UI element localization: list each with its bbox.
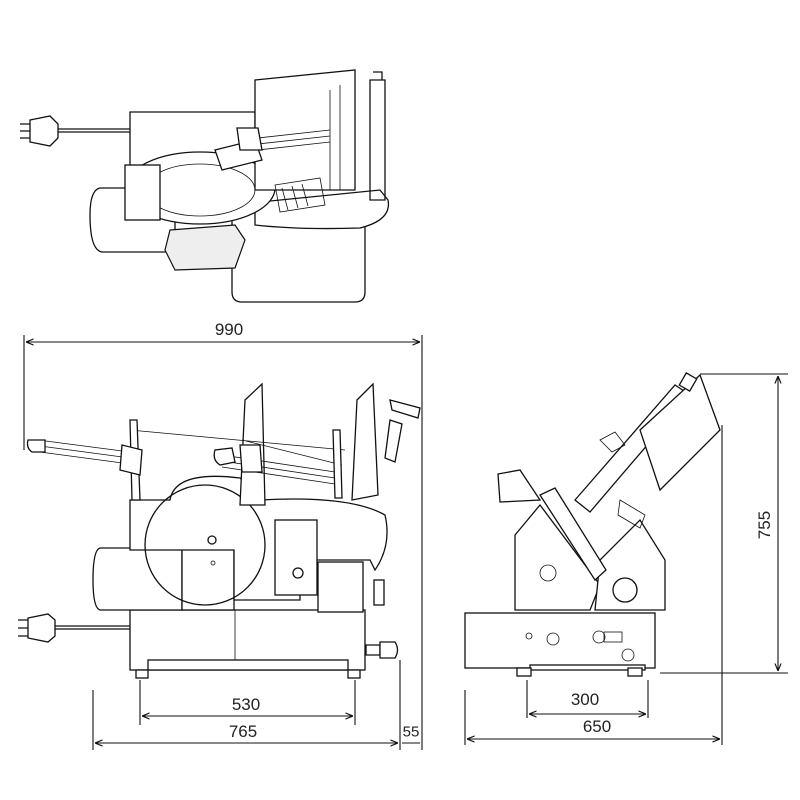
dim-530-label: 530 [231,695,261,714]
dim-765-label: 765 [228,722,258,741]
top-view [20,69,390,303]
dim-55-label: 55 [402,723,420,741]
front-view [18,382,421,679]
side-view [464,372,721,677]
dim-650-label: 650 [582,717,612,736]
dim-755-label: 755 [755,510,774,540]
dim-300-label: 300 [570,690,600,709]
dim-990-label: 990 [214,320,244,339]
dimension-lines [23,335,788,750]
